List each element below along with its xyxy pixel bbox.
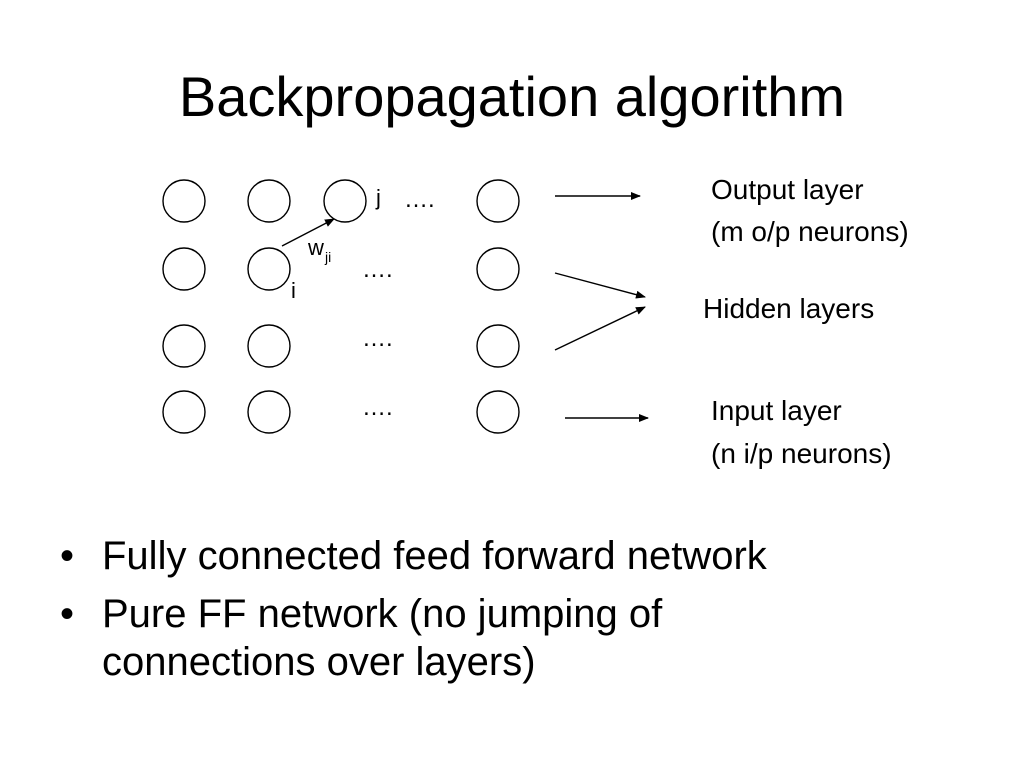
network-diagram: j i w ji …. …. …. …. Output layer (m o/p… <box>162 174 909 469</box>
ellipsis-row-4: …. <box>362 394 393 421</box>
neuron-last-r1 <box>476 179 520 223</box>
bullet-text-line: Fully connected feed forward network <box>102 534 767 578</box>
bullet-marker: • <box>60 534 75 578</box>
neuron-j <box>323 179 367 223</box>
node-label-j: j <box>375 185 381 210</box>
ellipsis-row-1: …. <box>404 186 435 213</box>
bullet-item: • Pure FF network (no jumping of connect… <box>60 590 960 686</box>
output-layer-label-line1: Output layer <box>711 174 864 205</box>
node-label-i: i <box>291 278 296 303</box>
neuron-last-r4 <box>476 390 520 434</box>
arrow-to-hidden-label-upper <box>554 272 646 299</box>
input-layer-label-line2: (n i/p neurons) <box>711 438 892 469</box>
weight-label-subscript: ji <box>324 249 331 265</box>
bullet-item: • Fully connected feed forward network <box>60 532 960 580</box>
output-layer-label-line2: (m o/p neurons) <box>711 216 909 247</box>
bullet-text-line: connections over layers) <box>102 640 536 684</box>
neuron-last-r3 <box>476 324 520 368</box>
neuron-l1-r1 <box>162 179 206 223</box>
neuron-l1-r4 <box>162 390 206 434</box>
weight-arrow-wji <box>281 218 335 247</box>
bullet-marker: • <box>60 592 75 636</box>
arrow-to-hidden-label-lower <box>554 306 646 351</box>
neuron-l2-r3 <box>247 324 291 368</box>
hidden-layers-label: Hidden layers <box>703 293 874 324</box>
ellipsis-row-3: …. <box>362 325 393 352</box>
bullet-list: • Fully connected feed forward network •… <box>60 532 960 696</box>
weight-label-w: w <box>307 235 324 260</box>
bullet-text-line: Pure FF network (no jumping of <box>102 592 663 636</box>
slide-title: Backpropagation algorithm <box>178 65 846 128</box>
neuron-l2-r4 <box>247 390 291 434</box>
neuron-l2-r2 <box>247 247 291 291</box>
neuron-l1-r2 <box>162 247 206 291</box>
neuron-last-r2 <box>476 247 520 291</box>
neuron-l2-r1 <box>247 179 291 223</box>
ellipsis-row-2: …. <box>362 256 393 283</box>
input-layer-label-line1: Input layer <box>711 395 842 426</box>
neuron-l1-r3 <box>162 324 206 368</box>
